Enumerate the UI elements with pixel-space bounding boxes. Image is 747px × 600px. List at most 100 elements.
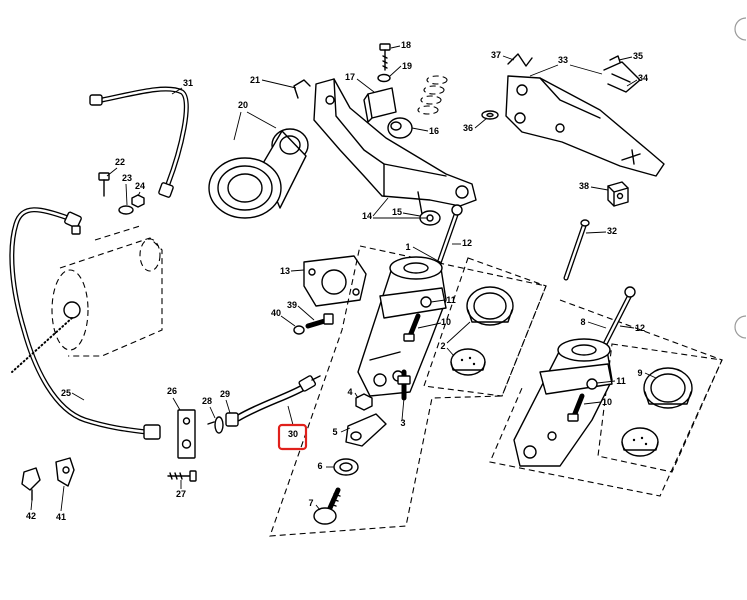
bracket-26	[177, 409, 196, 459]
seal-cup-9	[621, 427, 659, 457]
bell-housing	[11, 225, 163, 373]
bolt-18	[379, 43, 391, 71]
hose-31	[89, 86, 189, 198]
callout-35[interactable]: 35	[633, 51, 643, 61]
bleeder-screw-39	[305, 313, 334, 329]
callout-38[interactable]: 38	[579, 181, 589, 191]
washer-28	[207, 416, 224, 434]
seal-kit-outline-left	[423, 257, 547, 397]
callout-7[interactable]: 7	[308, 498, 313, 508]
callout-13[interactable]: 13	[280, 266, 290, 276]
release-lever-33	[505, 75, 665, 177]
callout-28[interactable]: 28	[202, 396, 212, 406]
callout-4[interactable]: 4	[347, 387, 352, 397]
callout-23[interactable]: 23	[122, 173, 132, 183]
callout-34[interactable]: 34	[638, 73, 648, 83]
callout-17[interactable]: 17	[345, 72, 355, 82]
seal-cup-2	[450, 348, 486, 376]
nut-11-right	[586, 378, 598, 390]
callout-11-left[interactable]: 11	[446, 295, 456, 305]
callout-39[interactable]: 39	[287, 300, 297, 310]
rod-32	[563, 219, 590, 281]
bleeder-3	[397, 369, 411, 401]
bolt-10-right	[567, 393, 585, 422]
callout-16[interactable]: 16	[429, 126, 439, 136]
hose-30	[234, 375, 321, 422]
callout-12-right[interactable]: 12	[635, 323, 645, 333]
master-cylinder-1	[357, 204, 463, 397]
block-38	[607, 181, 629, 207]
callout-20[interactable]: 20	[238, 100, 248, 110]
callout-29[interactable]: 29	[220, 389, 230, 399]
washer-40	[293, 325, 305, 335]
callout-10-right[interactable]: 10	[602, 397, 612, 407]
callout-10-left[interactable]: 10	[441, 317, 451, 327]
clutch-fork-14	[313, 78, 477, 207]
bracket-17	[363, 87, 397, 123]
seal-kit-outline-right	[597, 343, 723, 473]
nut-24	[131, 194, 145, 208]
callout-9[interactable]: 9	[637, 368, 642, 378]
callout-22[interactable]: 22	[115, 157, 125, 167]
callout-33[interactable]: 33	[558, 55, 568, 65]
callout-18[interactable]: 18	[401, 40, 411, 50]
callout-19[interactable]: 19	[402, 61, 412, 71]
screw-27	[167, 470, 197, 482]
fitting-29	[225, 412, 239, 427]
seal-ring-2	[466, 286, 514, 326]
callout-2[interactable]: 2	[440, 341, 445, 351]
nut-11-left	[420, 296, 432, 308]
spring-clip-21	[293, 79, 311, 99]
callout-5[interactable]: 5	[332, 427, 337, 437]
callout-8[interactable]: 8	[580, 317, 585, 327]
callout-25[interactable]: 25	[61, 388, 71, 398]
bolt-22	[98, 172, 110, 197]
selected-callout-highlight	[277, 423, 308, 451]
callout-15[interactable]: 15	[392, 207, 402, 217]
bolt-10-left	[403, 313, 421, 342]
callout-14[interactable]: 14	[362, 211, 372, 221]
callout-1[interactable]: 1	[405, 242, 410, 252]
clip-42	[21, 467, 41, 501]
pin-35	[609, 55, 621, 63]
gasket-13	[303, 255, 367, 307]
callout-12-left[interactable]: 12	[462, 238, 472, 248]
bolt-7	[313, 487, 341, 525]
callout-11-right[interactable]: 11	[616, 376, 626, 386]
callout-31[interactable]: 31	[183, 78, 193, 88]
seal-ring-9	[643, 367, 693, 409]
washer-19	[377, 73, 391, 83]
callout-26[interactable]: 26	[167, 386, 177, 396]
release-bearing-20	[208, 128, 309, 219]
leader-lines	[30, 45, 657, 512]
return-spring	[417, 75, 448, 115]
washer-23	[118, 205, 134, 215]
callout-30[interactable]: 30	[288, 429, 298, 439]
callout-21[interactable]: 21	[250, 75, 260, 85]
clip-37	[507, 53, 533, 67]
callout-27[interactable]: 27	[176, 489, 186, 499]
clip-41	[55, 457, 75, 487]
callout-32[interactable]: 32	[607, 226, 617, 236]
pipe-25	[9, 207, 161, 440]
callout-42[interactable]: 42	[26, 511, 36, 521]
washer-6	[333, 458, 359, 476]
callout-37[interactable]: 37	[491, 50, 501, 60]
spring-clip-34	[603, 61, 641, 93]
bolt-15	[417, 191, 441, 226]
pad-16	[387, 117, 413, 139]
banjo-5	[345, 413, 387, 447]
nut-4	[355, 393, 373, 411]
callout-6[interactable]: 6	[317, 461, 322, 471]
callouts: 31 21 18 19 17 16 20 22 23 24 37 33 35 3…	[26, 40, 648, 522]
washer-36	[481, 110, 499, 120]
callout-3[interactable]: 3	[400, 418, 405, 428]
callout-36[interactable]: 36	[463, 123, 473, 133]
callout-40[interactable]: 40	[271, 308, 281, 318]
kit-outline-right	[489, 299, 723, 497]
page-edge-marks	[734, 17, 747, 339]
kit-outline-left	[269, 245, 547, 537]
callout-24[interactable]: 24	[135, 181, 145, 191]
callout-41[interactable]: 41	[56, 512, 66, 522]
